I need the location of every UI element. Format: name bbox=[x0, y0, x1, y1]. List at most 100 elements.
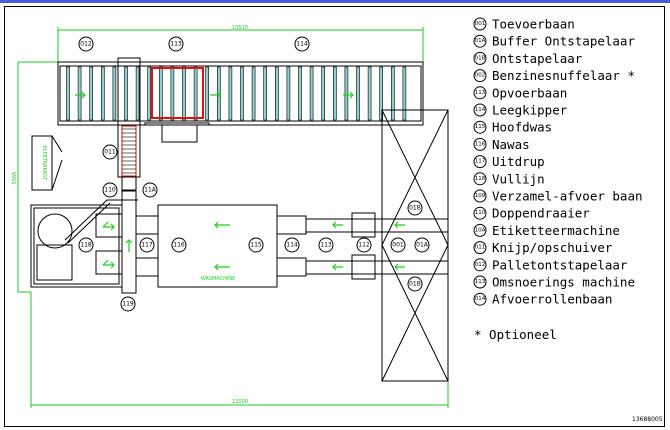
callout-01A: 01A bbox=[414, 237, 430, 253]
filling-machine bbox=[30, 189, 138, 294]
roller bbox=[159, 66, 163, 121]
callout-label: 112 bbox=[358, 242, 370, 249]
legend-label: Toevoerbaan bbox=[492, 17, 575, 32]
roller bbox=[263, 66, 268, 121]
legend-label: Omsnoerings machine bbox=[492, 275, 635, 290]
callout-113: 113 bbox=[318, 237, 334, 253]
callout-label: 110 bbox=[104, 187, 116, 194]
callout-label: 116 bbox=[173, 242, 185, 249]
legend-code: 114 bbox=[475, 107, 486, 113]
legend-item: 001 Toevoerbaan bbox=[473, 17, 575, 32]
legend-code: 002 bbox=[475, 73, 486, 79]
legend-item: 113 Omsnoerings machine bbox=[473, 275, 635, 290]
legend-label: Doppendraaier bbox=[492, 206, 590, 221]
roller bbox=[112, 66, 117, 121]
roller bbox=[147, 66, 151, 121]
dimension-bottom: 12000 bbox=[30, 292, 449, 408]
legend-item: 012 Palletontstapelaar bbox=[473, 257, 628, 272]
legend-label: Vullijn bbox=[492, 171, 545, 186]
legend-label: Knijp/opschuiver bbox=[492, 240, 613, 255]
callout-01B: 01B bbox=[407, 276, 423, 292]
legend-label: Etiketteermachine bbox=[492, 223, 620, 238]
roller bbox=[286, 66, 291, 121]
roller bbox=[379, 66, 384, 121]
roller bbox=[182, 66, 186, 121]
callout-11A: 11A bbox=[142, 182, 158, 198]
legend-code: 011 bbox=[475, 245, 486, 251]
legend-item: 115 Hoofdwas bbox=[473, 120, 552, 135]
callout-label: 114 bbox=[286, 242, 298, 249]
roller bbox=[274, 66, 279, 121]
chute-011 bbox=[117, 124, 141, 192]
roller bbox=[101, 66, 105, 121]
roller bbox=[402, 66, 407, 121]
legend-item: 110 Doppendraaier bbox=[473, 206, 590, 221]
callout-label: 001 bbox=[392, 242, 404, 249]
roller bbox=[251, 66, 256, 121]
legend-label: Hoofdwas bbox=[492, 120, 552, 135]
legend-label: Palletontstapelaar bbox=[492, 257, 628, 272]
legend-code: 014 bbox=[475, 296, 486, 302]
electrical-cabinet-label: ELEKTRAKAST bbox=[41, 146, 47, 182]
callout-011: 011 bbox=[102, 144, 118, 160]
strapping-machine-highlight bbox=[151, 67, 204, 119]
drawing-frame bbox=[4, 6, 665, 427]
callout-label: 115 bbox=[250, 242, 262, 249]
dimension-top-label: 10510 bbox=[232, 25, 248, 31]
callout-label: 01B bbox=[409, 281, 421, 288]
roller bbox=[390, 66, 395, 121]
roller bbox=[367, 66, 372, 121]
roller bbox=[193, 66, 198, 121]
electrical-cabinet: ELEKTRAKAST bbox=[31, 135, 63, 191]
roller-conveyor-top bbox=[57, 57, 424, 143]
roller bbox=[356, 66, 360, 121]
legend-label: Buffer Ontstapelaar bbox=[492, 34, 635, 49]
callout-label: 113 bbox=[170, 41, 182, 48]
legend-code: 113 bbox=[475, 279, 486, 285]
washing-machine: WASMACHINE bbox=[157, 204, 278, 288]
callout-119: 119 bbox=[120, 296, 136, 312]
legend-code: 115 bbox=[475, 124, 486, 130]
legend-code: 01A bbox=[475, 38, 486, 44]
dimension-left-label: 5565 bbox=[12, 172, 18, 185]
callout-label: 012 bbox=[80, 41, 92, 48]
legend-code: 116 bbox=[475, 141, 486, 147]
legend-code: 012 bbox=[475, 262, 486, 268]
legend-label: Opvoerbaan bbox=[492, 85, 567, 100]
roller bbox=[77, 66, 82, 121]
callout-114: 114 bbox=[294, 36, 310, 52]
legend-label: Verzamel-afvoer baan bbox=[492, 189, 643, 204]
dimension-bottom-label: 12000 bbox=[232, 399, 248, 405]
roller bbox=[298, 66, 302, 121]
roller bbox=[124, 66, 128, 121]
legend-item: 118 Vullijn bbox=[473, 171, 545, 186]
callout-113: 113 bbox=[168, 36, 184, 52]
callout-label: 117 bbox=[141, 242, 153, 249]
legend-code: 118 bbox=[475, 176, 486, 182]
callout-012: 012 bbox=[78, 36, 94, 52]
legend-item: 10A Etiketteermachine bbox=[473, 223, 620, 238]
callout-117: 117 bbox=[139, 237, 155, 253]
callout-01B: 01B bbox=[407, 200, 423, 216]
roller bbox=[332, 66, 337, 121]
callout-label: 113 bbox=[320, 242, 332, 249]
callout-label: 01B bbox=[409, 205, 421, 212]
callout-label: 118 bbox=[80, 242, 92, 249]
legend-label: Nawas bbox=[492, 137, 530, 152]
roller bbox=[309, 66, 314, 121]
callout-114: 114 bbox=[284, 237, 300, 253]
legend-label: Uitdrup bbox=[492, 154, 545, 169]
legend-code: 110 bbox=[475, 210, 486, 216]
legend-item: 114 Leegkipper bbox=[473, 103, 568, 118]
legend-code: 10A bbox=[475, 227, 486, 233]
legend-label: Leegkipper bbox=[492, 103, 568, 118]
callout-label: 01A bbox=[416, 242, 429, 249]
strapping-unit bbox=[161, 124, 198, 143]
legend-code: 001 bbox=[475, 21, 486, 27]
callout-label: 119 bbox=[122, 301, 134, 308]
callout-label: 011 bbox=[104, 149, 116, 156]
